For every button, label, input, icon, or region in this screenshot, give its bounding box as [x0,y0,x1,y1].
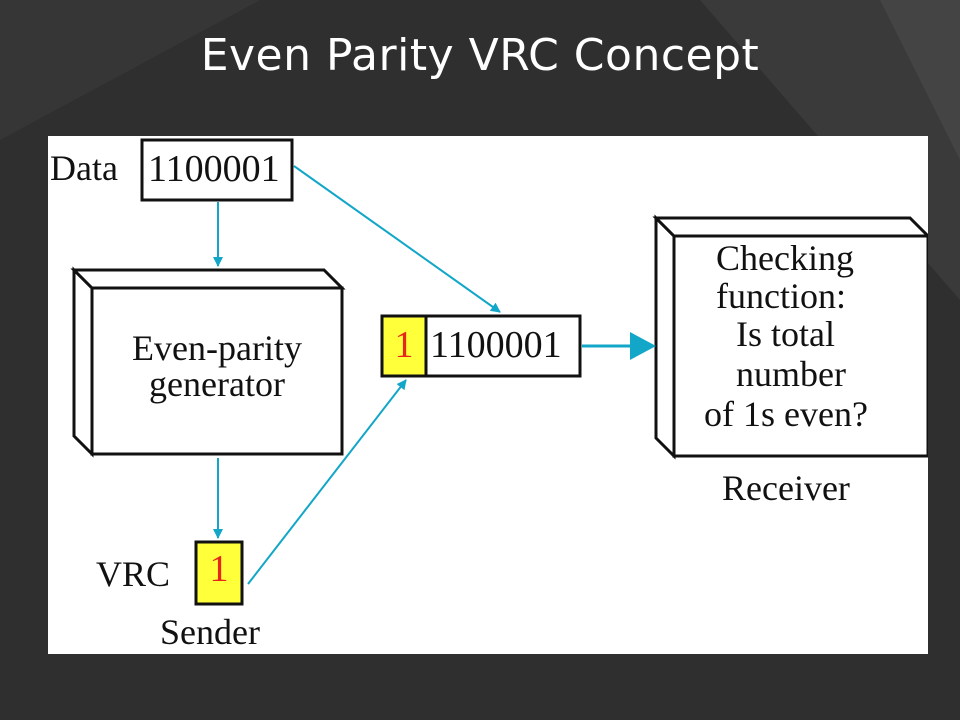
vrc-box [194,540,244,606]
generator-label-line2: generator [149,364,285,404]
arrow-data-to-frame [293,165,501,313]
data-bits: 1100001 [148,148,280,190]
slide-title: Even Parity VRC Concept [200,30,760,81]
checker-line-3: Is total [736,314,835,354]
arrow-frame-to-checker-head [630,332,656,360]
frame-data-cell [424,314,582,378]
checker-box [652,214,928,460]
frame-parity-cell [380,314,428,378]
data-box [140,138,294,202]
arrow-vrc-to-frame [247,379,407,585]
vrc-label: VRC [96,554,171,594]
vrc-diagram: Data 1100001 Even-parity generator VRC 1… [48,136,928,654]
frame-data-bits: 1100001 [430,324,562,366]
receiver-label: Receiver [722,468,850,508]
sender-label: Sender [160,612,260,652]
data-label: Data [50,148,118,188]
checker-line-4: number [736,354,846,394]
checker-line-2: function: [716,276,846,316]
vrc-bit: 1 [209,548,229,590]
checker-line-5: of 1s even? [704,394,868,434]
generator-label-line1: Even-parity [132,328,302,368]
frame-parity-bit: 1 [394,324,414,366]
diagram-shapes [70,138,928,606]
checker-line-1: Checking [716,238,854,278]
generator-box [70,266,346,458]
